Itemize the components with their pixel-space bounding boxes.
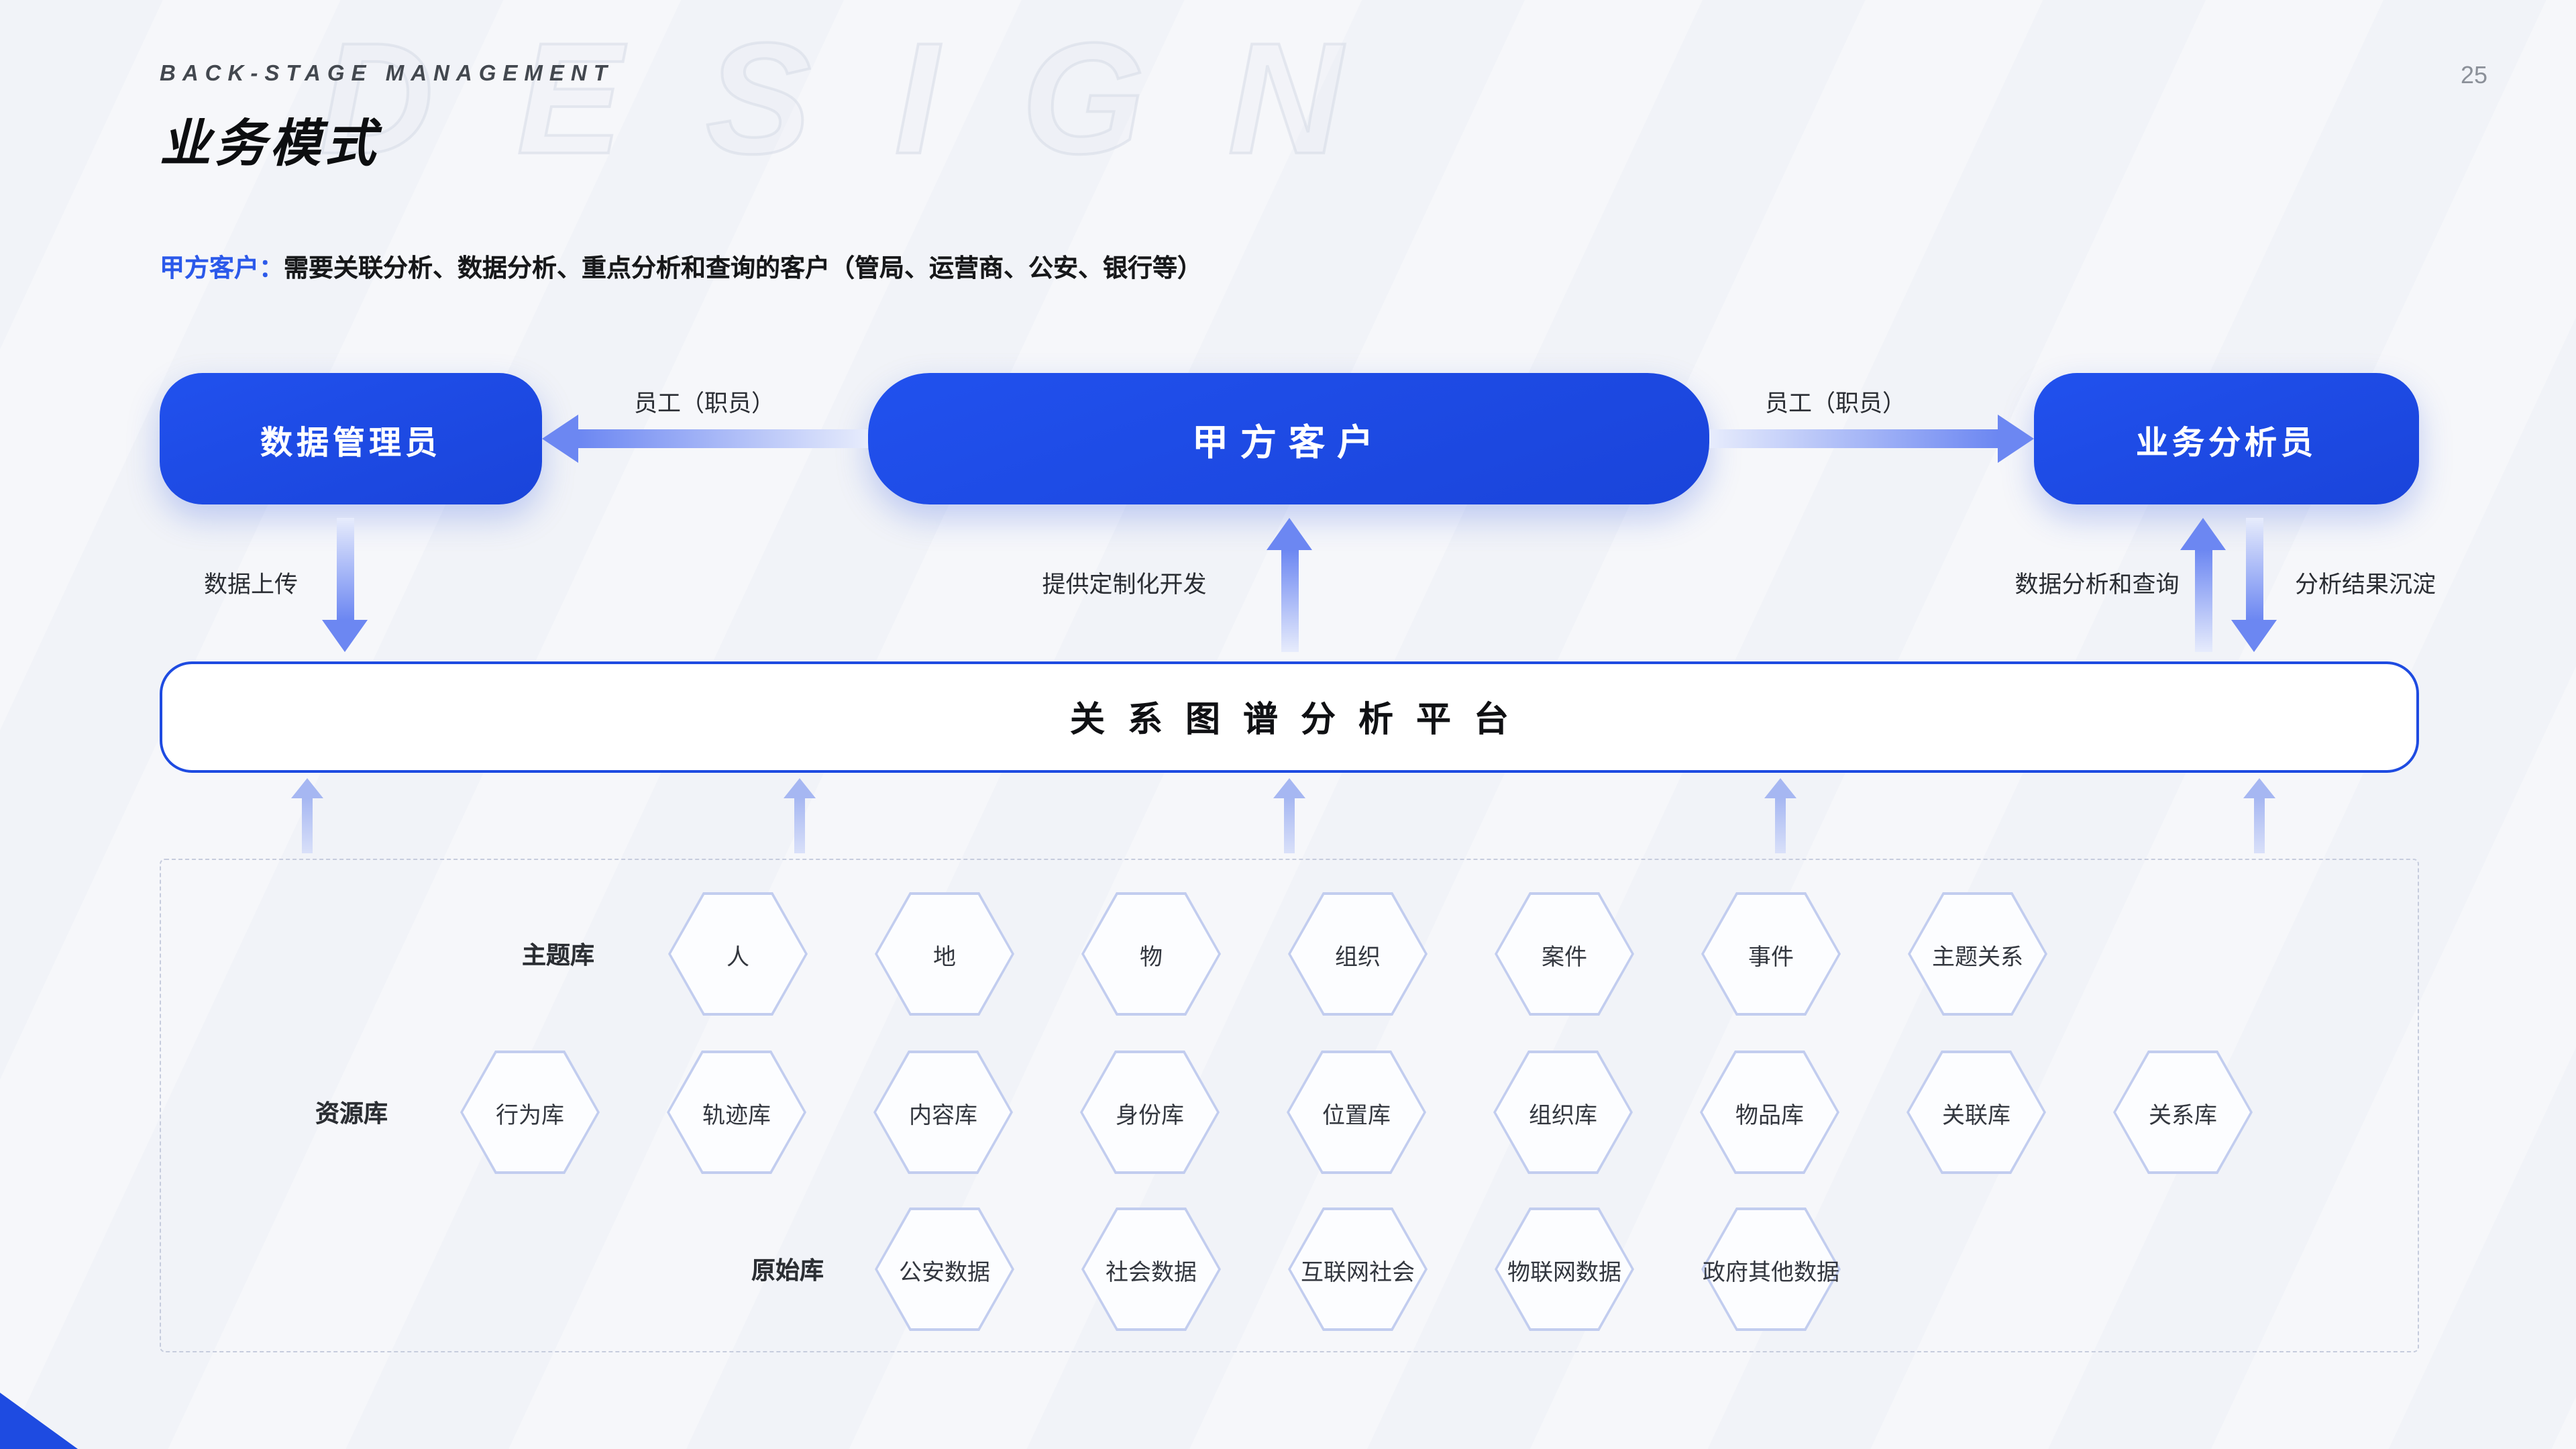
hexagon: 位置库 — [1287, 1051, 1426, 1174]
hexagon: 地 — [875, 892, 1014, 1016]
hexagon: 事件 — [1701, 892, 1841, 1016]
hexagon-label: 行为库 — [496, 1102, 564, 1128]
eyebrow-title: BACK-STAGE MANAGEMENT — [160, 62, 614, 86]
label-analysis-query: 数据分析和查询 — [2015, 571, 2180, 598]
hexagon-label: 组织库 — [1529, 1102, 1597, 1128]
label-employee-right: 员工（职员） — [1765, 390, 1906, 417]
arrow-result-deposit-icon — [2231, 518, 2277, 652]
feed-arrow-icon — [784, 778, 816, 853]
label-result-deposit: 分析结果沉淀 — [2295, 571, 2436, 598]
arrow-analysis-query-icon — [2180, 518, 2226, 652]
resource-hex-row: 行为库 轨迹库 内容库 身份库 位置库 组织库 物品库 关联库 关系库 — [460, 1051, 2253, 1174]
hexagon-label: 组织 — [1335, 944, 1381, 969]
hexagon-label: 内容库 — [909, 1102, 977, 1128]
arrow-customer-to-analyst-icon — [1709, 415, 2034, 463]
hexagon-label: 物 — [1140, 944, 1163, 969]
arrowhead-left-icon — [542, 415, 578, 463]
topic-hex-row: 人 地 物 组织 案件 事件 主题关系 — [668, 892, 2047, 1016]
row-label-raw: 原始库 — [751, 1257, 824, 1284]
arrowhead-right-icon — [1998, 415, 2034, 463]
hexagon-label: 事件 — [1748, 944, 1794, 969]
label-data-upload: 数据上传 — [204, 571, 298, 598]
hexagon: 关系库 — [2113, 1051, 2253, 1174]
hexagon-label: 物联网数据 — [1507, 1259, 1621, 1285]
hexagon-label: 人 — [727, 944, 749, 969]
feed-arrow-icon — [291, 778, 323, 853]
hexagon-label: 地 — [933, 944, 956, 969]
hexagon: 公安数据 — [875, 1208, 1014, 1331]
platform-bar: 关系图谱分析平台 — [160, 661, 2419, 773]
hexagon: 内容库 — [873, 1051, 1013, 1174]
page-title: 业务模式 — [160, 117, 380, 173]
hexagon-label: 轨迹库 — [702, 1102, 771, 1128]
hexagon: 轨迹库 — [667, 1051, 806, 1174]
arrow-custom-dev-icon — [1267, 518, 1312, 652]
hexagon-label: 政府其他数据 — [1703, 1259, 1839, 1285]
hexagon: 人 — [668, 892, 808, 1016]
hexagon: 行为库 — [460, 1051, 600, 1174]
hexagon: 物 — [1081, 892, 1221, 1016]
hexagon-label: 关联库 — [1942, 1102, 2010, 1128]
hexagon: 物品库 — [1700, 1051, 1839, 1174]
arrowhead-up-icon — [1267, 518, 1312, 550]
raw-hex-row: 公安数据 社会数据 互联网社会 物联网数据 政府其他数据 — [875, 1208, 1841, 1331]
hexagon: 组织 — [1288, 892, 1428, 1016]
hexagon-label: 案件 — [1542, 944, 1587, 969]
hexagon: 物联网数据 — [1495, 1208, 1634, 1331]
library-pool: 主题库 资源库 原始库 人 地 物 组织 案件 事件 主题关系 行为库 轨迹库 … — [160, 859, 2419, 1352]
box-customer: 甲方客户 — [868, 373, 1709, 504]
hexagon-label: 身份库 — [1116, 1102, 1184, 1128]
hexagon-label: 位置库 — [1322, 1102, 1391, 1128]
box-analyst: 业务分析员 — [2034, 373, 2419, 504]
label-custom-dev: 提供定制化开发 — [1042, 571, 1207, 598]
arrowhead-up-icon — [2180, 518, 2226, 550]
corner-accent — [0, 1393, 78, 1449]
page-number: 25 — [2460, 62, 2487, 89]
hexagon-label: 互联网社会 — [1301, 1259, 1415, 1285]
hexagon: 社会数据 — [1081, 1208, 1221, 1331]
feed-arrow-icon — [1764, 778, 1796, 853]
arrow-data-upload-icon — [322, 518, 368, 652]
watermark-text: DESIGN — [318, 9, 1426, 189]
hexagon-label: 主题关系 — [1932, 944, 2023, 969]
hexagon: 主题关系 — [1908, 892, 2047, 1016]
hexagon: 案件 — [1495, 892, 1634, 1016]
hexagon-label: 社会数据 — [1106, 1259, 1197, 1285]
feed-arrow-icon — [1273, 778, 1305, 853]
row-label-topic: 主题库 — [522, 942, 594, 969]
arrowhead-down-icon — [322, 620, 368, 652]
hexagon-label: 物品库 — [1735, 1102, 1804, 1128]
subtitle-text: 需要关联分析、数据分析、重点分析和查询的客户（管局、运营商、公安、银行等） — [284, 254, 1203, 282]
hexagon-label: 公安数据 — [899, 1259, 990, 1285]
row-label-resource: 资源库 — [315, 1100, 388, 1127]
feed-arrow-icon — [2243, 778, 2275, 853]
hexagon: 政府其他数据 — [1701, 1208, 1841, 1331]
hexagon: 组织库 — [1493, 1051, 1633, 1174]
arrowhead-down-icon — [2231, 620, 2277, 652]
arrow-customer-to-admin-icon — [542, 415, 868, 463]
hexagon-label: 关系库 — [2149, 1102, 2217, 1128]
hexagon: 关联库 — [1907, 1051, 2046, 1174]
box-data-admin: 数据管理员 — [160, 373, 542, 504]
label-employee-left: 员工（职员） — [634, 390, 775, 417]
hexagon: 互联网社会 — [1288, 1208, 1428, 1331]
hexagon: 身份库 — [1080, 1051, 1220, 1174]
subtitle-label: 甲方客户： — [160, 254, 284, 282]
subtitle: 甲方客户：需要关联分析、数据分析、重点分析和查询的客户（管局、运营商、公安、银行… — [160, 250, 1202, 284]
